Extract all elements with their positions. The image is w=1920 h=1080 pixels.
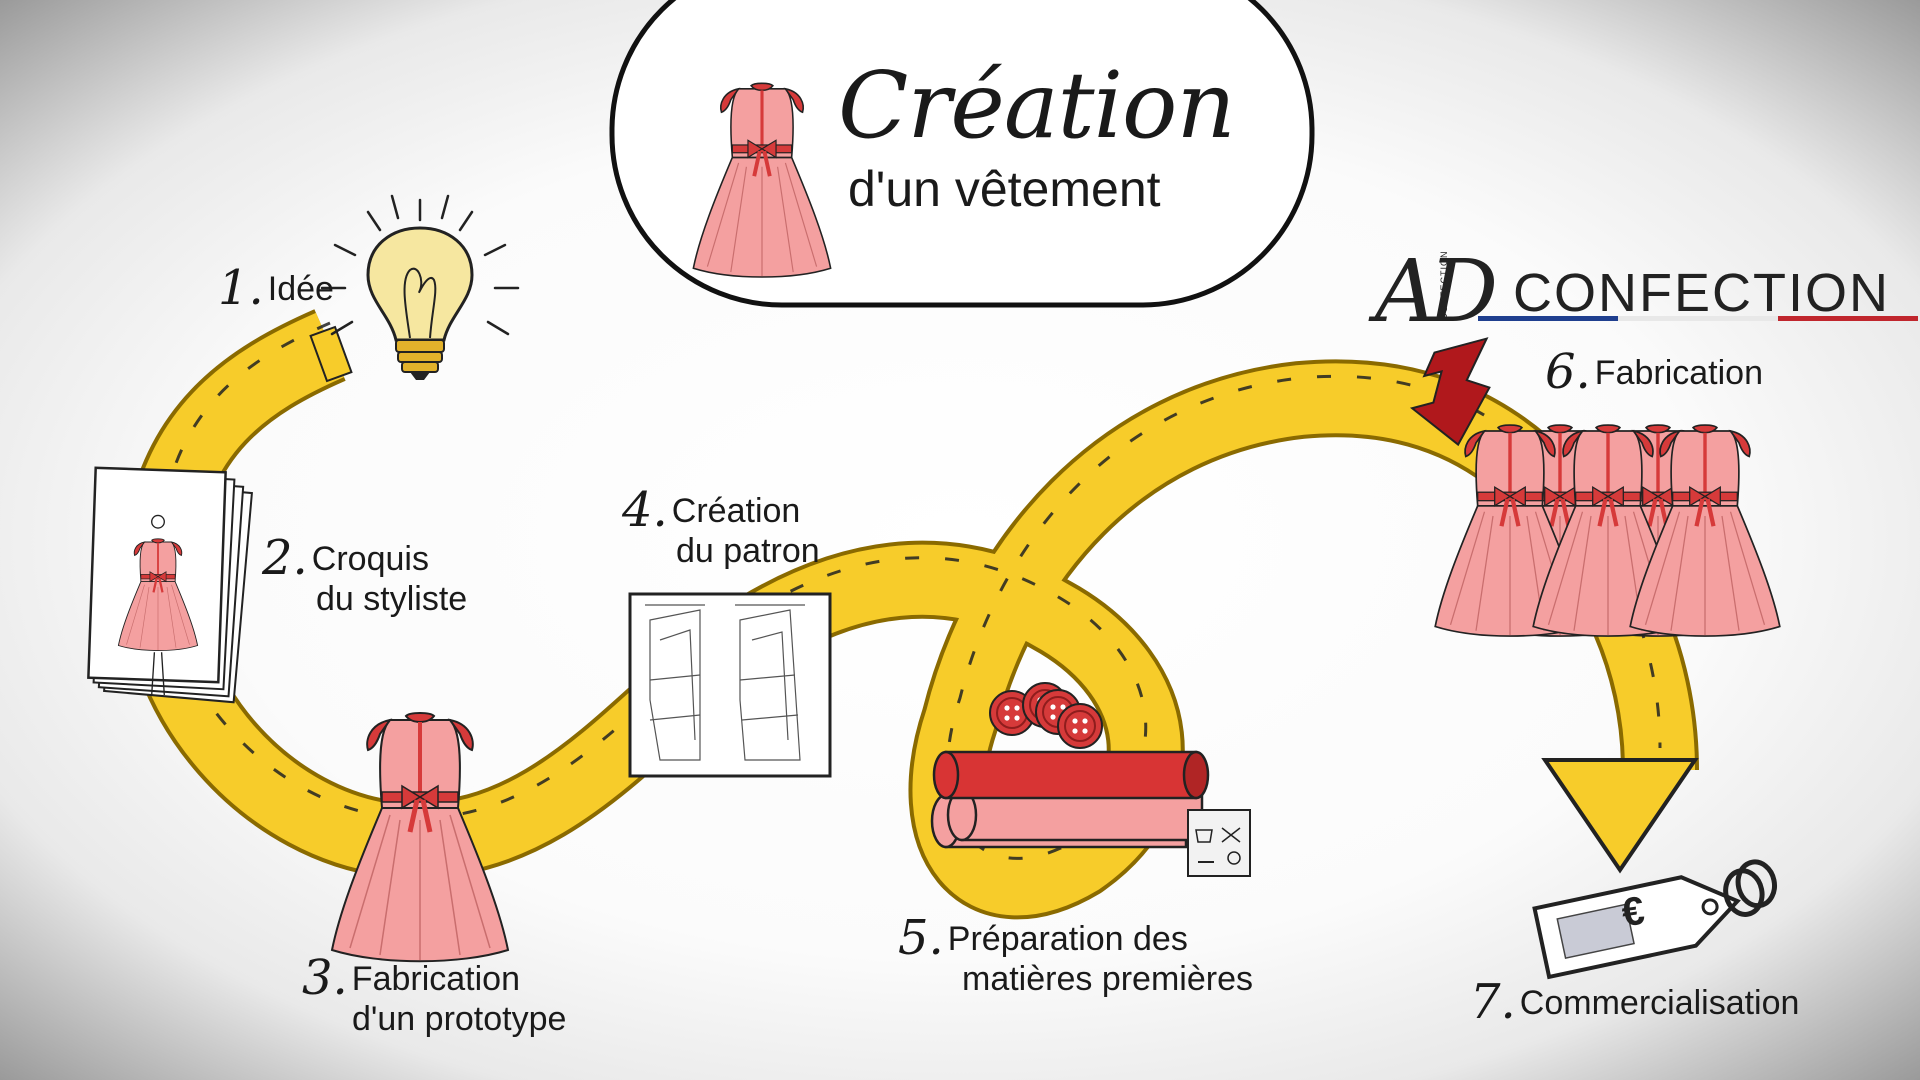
sketch-pages-icon	[87, 466, 253, 704]
step-5-label: 5.Préparation des matières premières	[898, 914, 1253, 999]
step-7-label: 7.Commercialisation	[1470, 978, 1800, 1026]
dress-row-icon	[1435, 425, 1780, 636]
title-subtitle: d'un vêtement	[848, 161, 1161, 217]
step-1-label: 1.Idée	[218, 264, 334, 312]
step-text-line2: d'un prototype	[352, 1000, 567, 1038]
step-text: Fabrication	[351, 960, 520, 998]
measuring-tape	[120, 309, 1699, 920]
price-tag-icon	[1532, 859, 1777, 980]
pattern-sheet-icon	[628, 592, 832, 778]
step-text: Création	[671, 492, 801, 530]
brand-initials: AD	[1375, 242, 1498, 342]
step-number: 2.	[262, 530, 308, 586]
step-text-line2: matières premières	[962, 960, 1253, 998]
step-text-line2: du patron	[676, 532, 820, 570]
brand-flag-bar	[1478, 316, 1918, 321]
buttons-icon	[989, 682, 1103, 749]
brand-small-text: CONFECTION	[1439, 250, 1449, 321]
step-number: 7.	[1470, 974, 1516, 1030]
step-6-label: 6.Fabrication	[1545, 348, 1763, 396]
red-arrow-icon	[1409, 337, 1491, 447]
step-text: Fabrication	[1594, 354, 1763, 392]
step-text: Commercialisation	[1519, 984, 1800, 1022]
tape-end	[309, 325, 353, 383]
step-2-label: 2.Croquis du styliste	[262, 534, 468, 619]
step-number: 6.	[1545, 344, 1591, 400]
step-text: Idée	[267, 270, 334, 308]
brand-logo: AD CONFECTION CONFECTION	[1375, 242, 1888, 342]
light-bulb-icon	[320, 194, 520, 380]
step-number: 5.	[898, 910, 944, 966]
care-label-icon	[1187, 809, 1251, 877]
fabric-rolls-icon	[930, 750, 1210, 849]
step-text: Croquis	[311, 540, 429, 578]
step-number: 3.	[302, 950, 348, 1006]
title-main: Création	[838, 52, 1236, 159]
step-3-label: 3.Fabrication d'un prototype	[302, 954, 567, 1039]
step-text-line2: du styliste	[316, 580, 468, 618]
step-4-label: 4.Création du patron	[622, 486, 820, 571]
brand-name: CONFECTION	[1513, 263, 1890, 323]
step-number: 1.	[218, 260, 264, 316]
step-text: Préparation des	[947, 920, 1188, 958]
down-arrow-icon	[1541, 758, 1699, 874]
step-number: 4.	[622, 482, 668, 538]
